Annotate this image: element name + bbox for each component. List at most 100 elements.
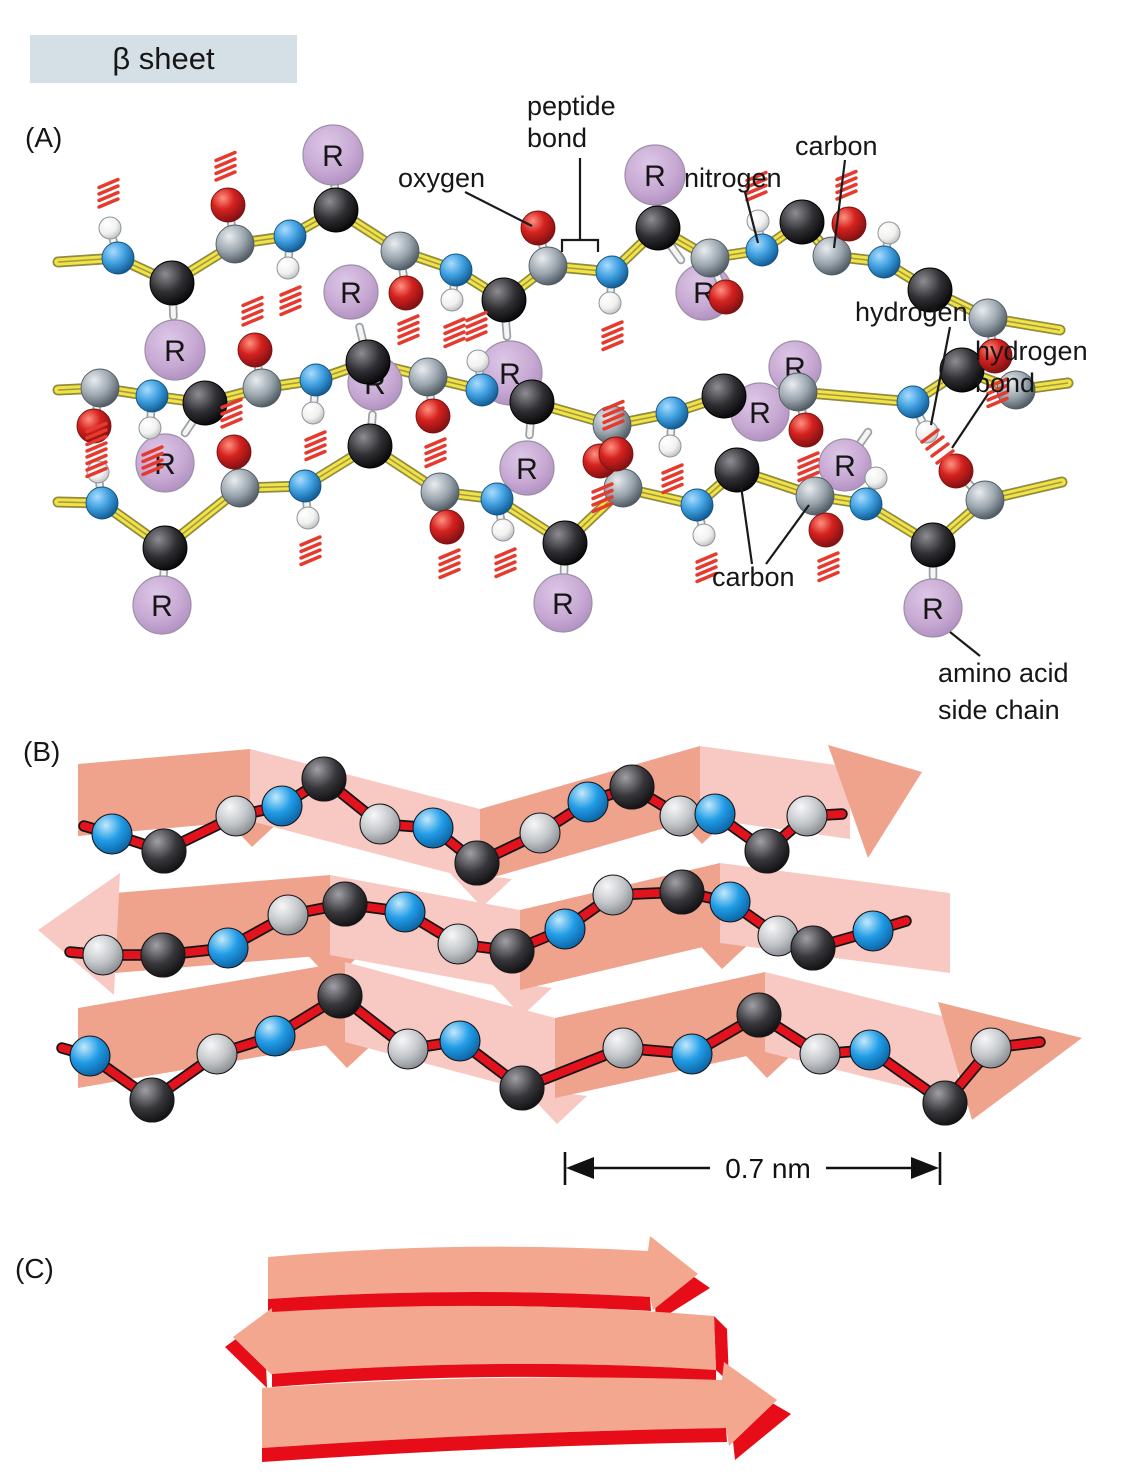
r-side-chain-label: R: [164, 335, 186, 368]
hatch-stroke: [299, 541, 322, 554]
beta-strand-ribbon-segment: [555, 972, 765, 1098]
carbon-sphere: [267, 894, 309, 936]
hydrogen-bond-label-line1: hydrogen: [975, 336, 1088, 366]
hatch-stroke: [304, 436, 327, 449]
hydrogen-atom: [692, 523, 716, 547]
panel-b-strands: [38, 745, 1082, 1126]
hatch-stroke: [494, 566, 517, 579]
hydrogen-label: hydrogen: [855, 297, 968, 327]
hydrogen-atom: [746, 209, 770, 233]
hydrogen-bond-hatch: [494, 547, 517, 579]
hatch-stroke: [745, 190, 768, 202]
carbonyl-carbon-atom: [408, 357, 448, 397]
hatch-stroke: [465, 323, 488, 336]
carbon-sphere: [799, 1033, 841, 1075]
hatch-stroke: [279, 291, 302, 304]
ribbon-fold-flap: [488, 980, 552, 1016]
r-side-chain: [533, 573, 593, 633]
nitrogen-atom: [896, 385, 930, 419]
hatch-stroke: [835, 169, 858, 182]
labeled-hydrogen-bond-hatch: [920, 428, 955, 465]
carbonyl-carbon-atom: [215, 224, 255, 264]
alpha-carbon-atom: [714, 447, 760, 493]
ribbon-arrow-3: [262, 1362, 777, 1448]
hatch-stroke: [424, 443, 447, 456]
nitrogen-atom: [439, 253, 473, 287]
hatch-stroke: [279, 285, 302, 297]
hatch-stroke: [494, 547, 517, 559]
hatch-stroke: [443, 323, 466, 336]
alpha-carbon-sphere: [499, 1065, 545, 1111]
carbon-sphere: [359, 803, 401, 845]
r-side-chain: [323, 264, 379, 320]
hatch-stroke: [397, 314, 420, 326]
oxygen-atom: [237, 332, 273, 368]
hatch-stroke: [920, 428, 940, 444]
nitrogen-atom: [273, 219, 307, 253]
beta-strand-arrowhead: [828, 745, 922, 858]
carbonyl-carbon-atom: [778, 372, 818, 412]
r-side-chain: [624, 144, 686, 206]
r-side-chain: [302, 124, 364, 186]
hatch-stroke: [986, 390, 1009, 402]
hydrogen-bond-hatch: [304, 430, 327, 462]
hatch-stroke: [602, 412, 625, 425]
hatch-stroke: [141, 445, 164, 457]
hydrogen-bond-hatch: [695, 552, 718, 584]
alpha-carbon-sphere: [317, 973, 363, 1019]
scale-bar: 0.7 nm: [563, 1152, 942, 1185]
hatch-stroke: [220, 410, 243, 423]
nitrogen-sphere: [261, 785, 303, 827]
alpha-carbon-sphere: [322, 881, 368, 927]
hatch-stroke: [299, 535, 322, 547]
carbon-bottom-label: carbon: [712, 562, 795, 592]
nitrogen-atom: [101, 241, 135, 275]
hatch-stroke: [214, 157, 237, 169]
hatch-stroke: [465, 310, 488, 323]
hydrogen-atom: [98, 216, 122, 240]
hatch-stroke: [661, 482, 684, 495]
hatch-stroke: [214, 163, 237, 176]
hatch-stroke: [835, 176, 858, 188]
r-side-chain-label: R: [922, 593, 944, 626]
hatch-stroke: [817, 557, 840, 570]
carbonyl-carbon-atom: [380, 231, 420, 271]
hatch-stroke: [397, 327, 420, 339]
nitrogen-sphere: [709, 881, 751, 923]
oxygen-atom: [415, 398, 451, 434]
carbonyl-carbon-atom: [220, 468, 260, 508]
carbon-bottom-leader-lines: [739, 485, 810, 565]
r-side-chain: [132, 575, 192, 635]
hatch-stroke: [220, 404, 243, 416]
hatch-stroke: [443, 336, 466, 349]
r-side-chain-label: R: [151, 590, 173, 623]
hatch-stroke: [925, 435, 945, 451]
hatch-stroke: [304, 443, 327, 455]
carbon-sphere: [387, 1028, 429, 1070]
hatch-stroke: [695, 565, 718, 577]
nitrogen-sphere: [384, 891, 426, 933]
hatch-stroke: [241, 315, 264, 327]
nitrogen-label: nitrogen: [684, 163, 782, 193]
hydrogen-bond-hatch: [465, 310, 488, 342]
alpha-carbon-atom: [345, 339, 391, 385]
hatch-stroke: [97, 190, 120, 203]
carbon-sphere: [437, 923, 479, 965]
hydrogen-bond-hatch: [214, 150, 237, 182]
alpha-carbon-sphere: [659, 869, 705, 915]
hatch-stroke: [930, 442, 950, 458]
hydrogen-bond-hatch: [279, 285, 302, 317]
hydrogen-bond-hatch: [85, 421, 108, 453]
hatch-stroke: [279, 298, 302, 310]
carbon-sphere: [970, 1027, 1012, 1069]
hatch-stroke: [797, 457, 820, 470]
nitrogen-atom: [849, 487, 883, 521]
scale-bar-label: 0.7 nm: [725, 1153, 811, 1184]
r-side-chain-label: R: [154, 448, 176, 481]
carbon-sphere: [82, 934, 124, 976]
hydrogen-bond-hatch: [97, 177, 120, 209]
hatch-stroke: [817, 564, 840, 576]
